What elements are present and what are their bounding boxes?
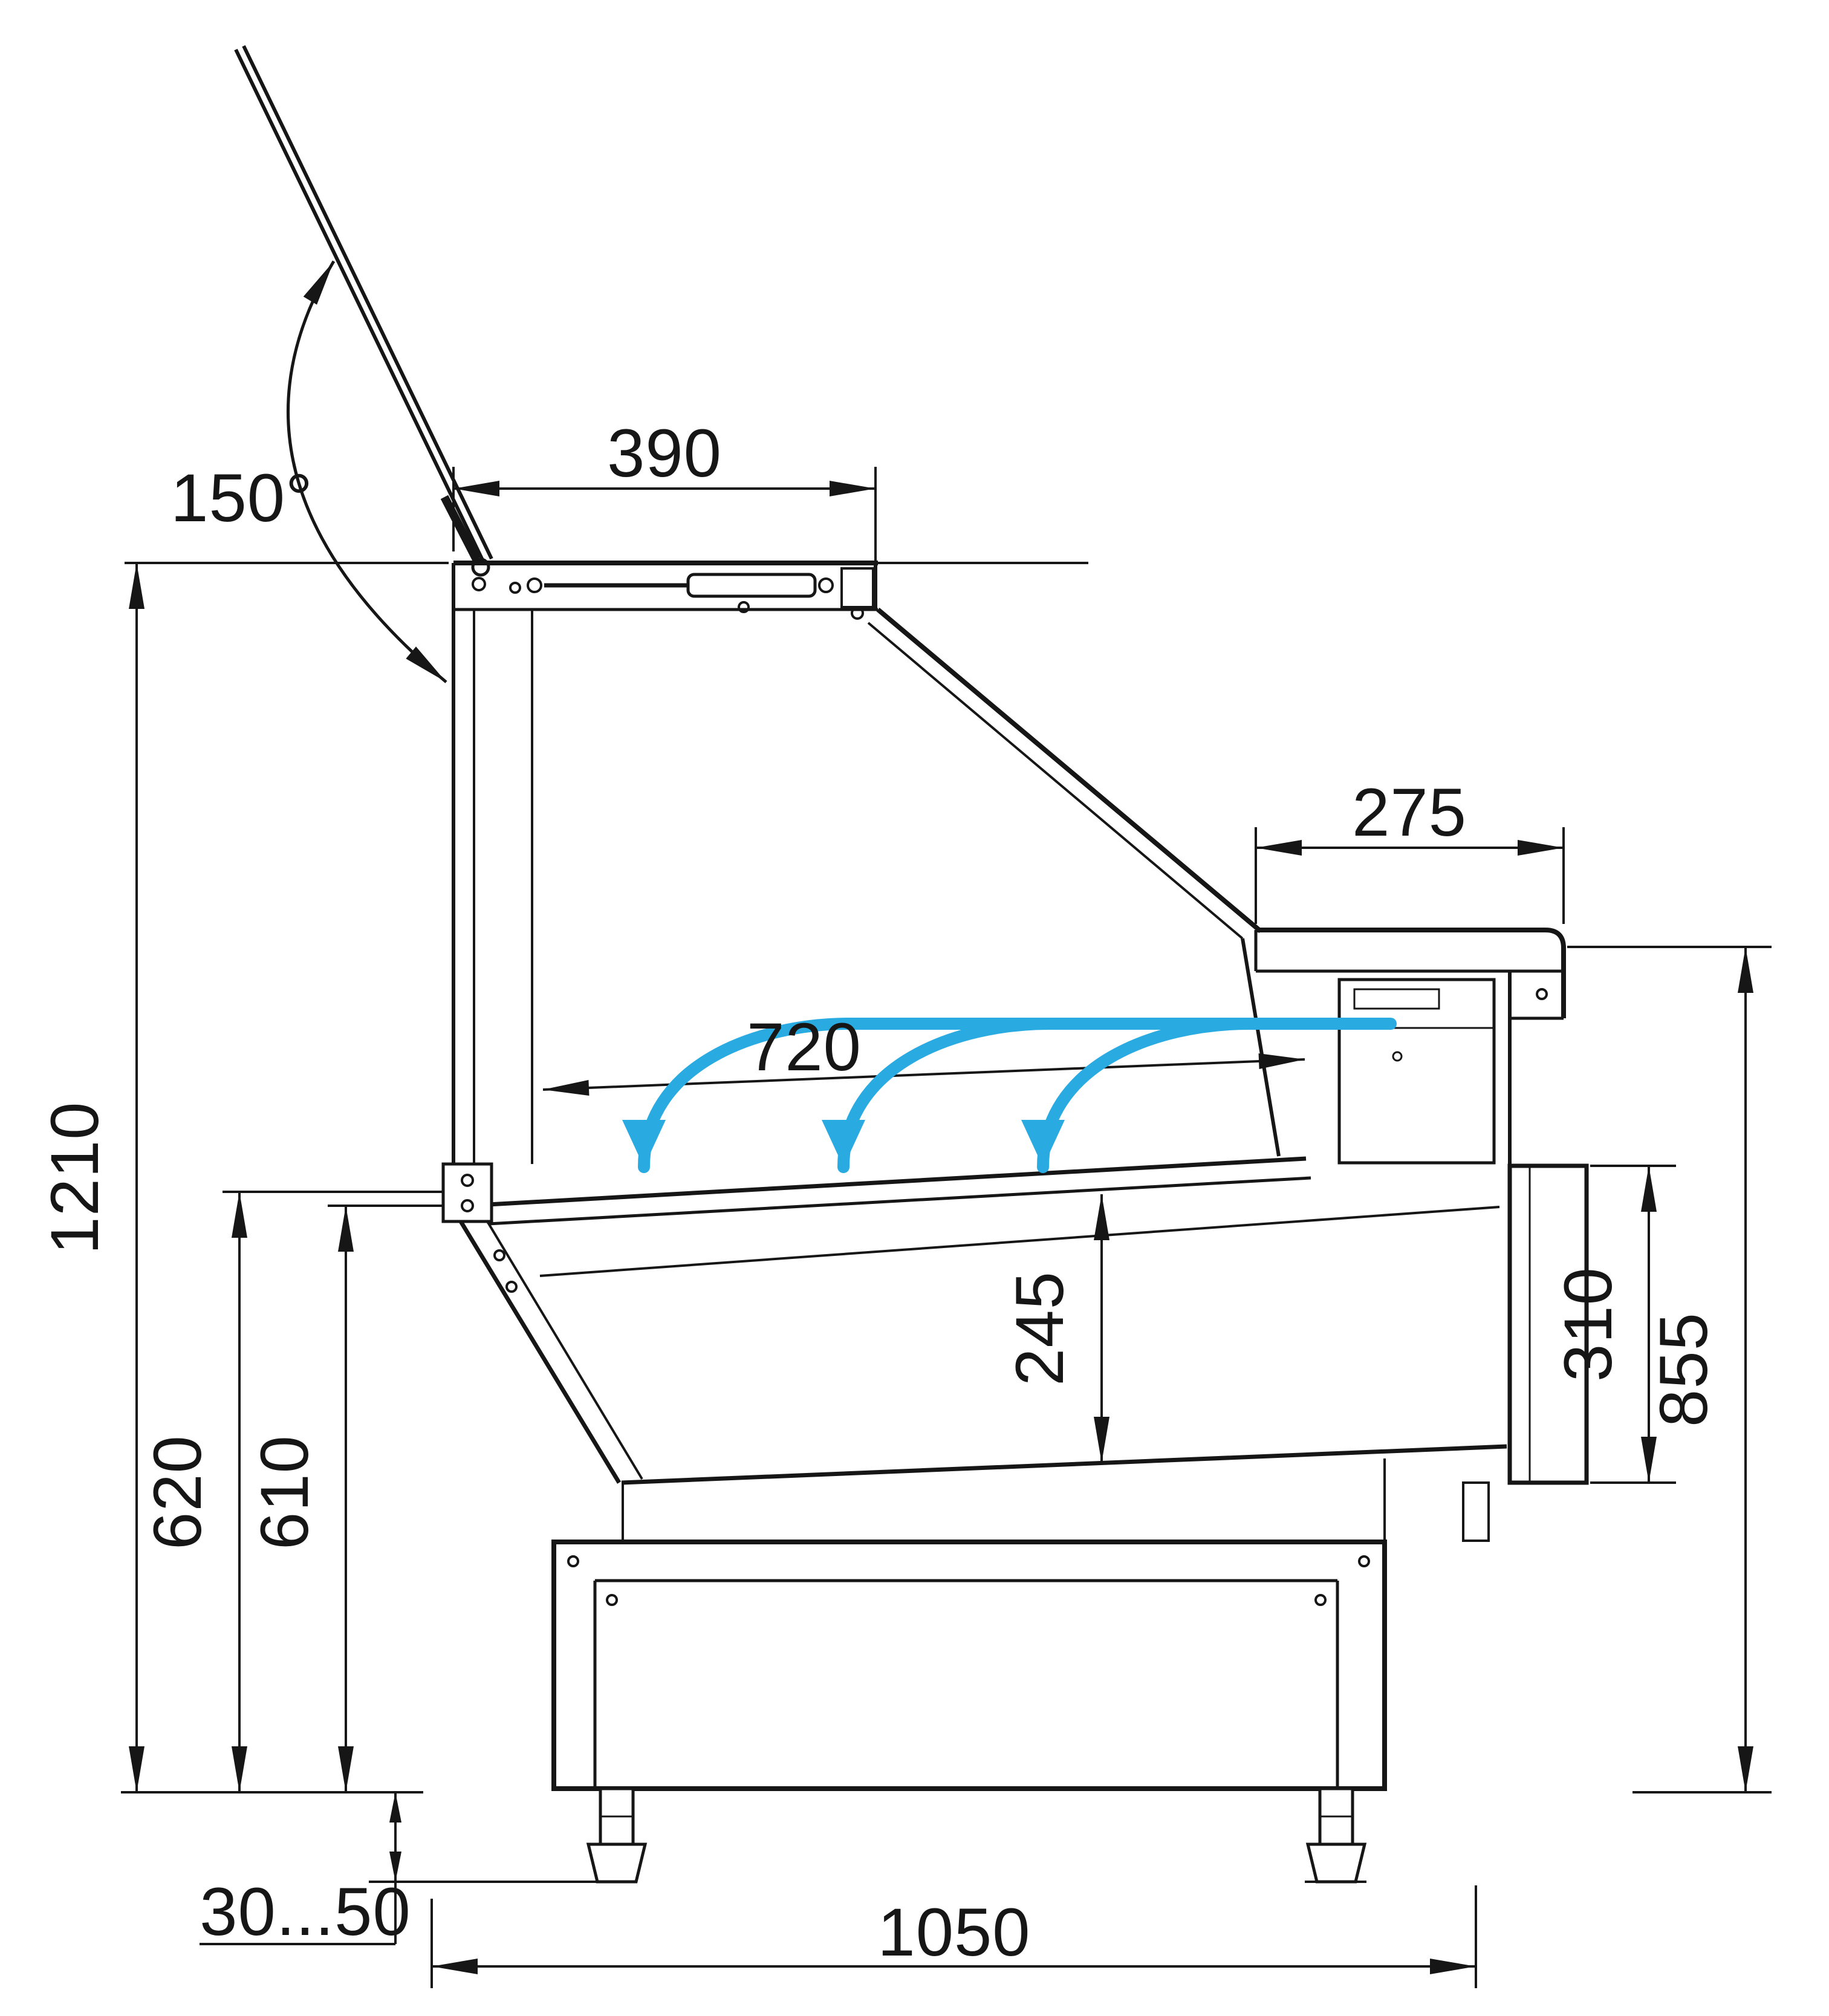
dimension-overall-height <box>121 562 449 1793</box>
label-opening-angle: 150° <box>171 460 313 536</box>
right-foot <box>1305 1842 1367 1884</box>
glass-panel-line <box>234 48 486 564</box>
dimension-base-depth <box>430 1885 1477 1988</box>
label-well-height: 245 <box>1002 1271 1077 1386</box>
front-frame <box>452 563 533 1220</box>
label-overall-height: 1210 <box>37 1101 112 1254</box>
gas-strut-body <box>686 573 817 598</box>
label-front-height-inner: 610 <box>247 1435 322 1550</box>
airflow-arrow-middle <box>822 1018 1055 1173</box>
label-deck-depth: 720 <box>747 1009 862 1085</box>
counter-outline <box>234 45 1589 1884</box>
dimension-rear-height <box>1567 946 1772 1793</box>
label-base-depth: 1050 <box>877 1894 1030 1970</box>
label-canopy-depth: 390 <box>607 415 722 491</box>
dimension-rear-counter-depth <box>1255 827 1565 924</box>
base-plinth <box>551 1540 1387 1791</box>
fan-housing <box>1337 978 1496 1165</box>
airflow-arrow-right <box>1021 1018 1255 1173</box>
label-rear-height: 855 <box>1646 1312 1721 1427</box>
deck-front-rail <box>441 1162 493 1223</box>
airflow-arrows <box>622 1018 1397 1173</box>
rear-slant-panel <box>867 607 1281 1157</box>
glass-hinge-arm <box>440 495 481 562</box>
display-deck <box>487 1156 1500 1277</box>
label-leg-adjustment: 30...50 <box>200 1874 411 1949</box>
label-front-height-outer: 620 <box>140 1435 215 1550</box>
dimension-front-height-outer <box>223 1191 449 1792</box>
adjustable-feet <box>586 1787 1367 1884</box>
dimension-deck-depth <box>542 1053 1305 1096</box>
label-rear-panel-height: 310 <box>1550 1267 1626 1382</box>
front-glass-open <box>234 45 493 577</box>
dimension-opening-angle <box>287 260 447 683</box>
dimension-labels: 150° 390 275 720 1210 620 610 245 310 85… <box>37 415 1721 1970</box>
glass-pivot <box>471 558 490 577</box>
dimension-rear-panel-height <box>1590 1165 1676 1484</box>
dimension-front-height-inner <box>328 1205 449 1792</box>
airflow-arrow-left <box>622 1018 856 1173</box>
rear-counter <box>1254 928 1566 1166</box>
rear-panel-block <box>1462 1163 1589 1542</box>
label-rear-counter-depth: 275 <box>1352 775 1467 850</box>
canopy <box>453 561 1088 620</box>
left-foot <box>586 1842 648 1884</box>
lower-front <box>441 1162 1507 1542</box>
